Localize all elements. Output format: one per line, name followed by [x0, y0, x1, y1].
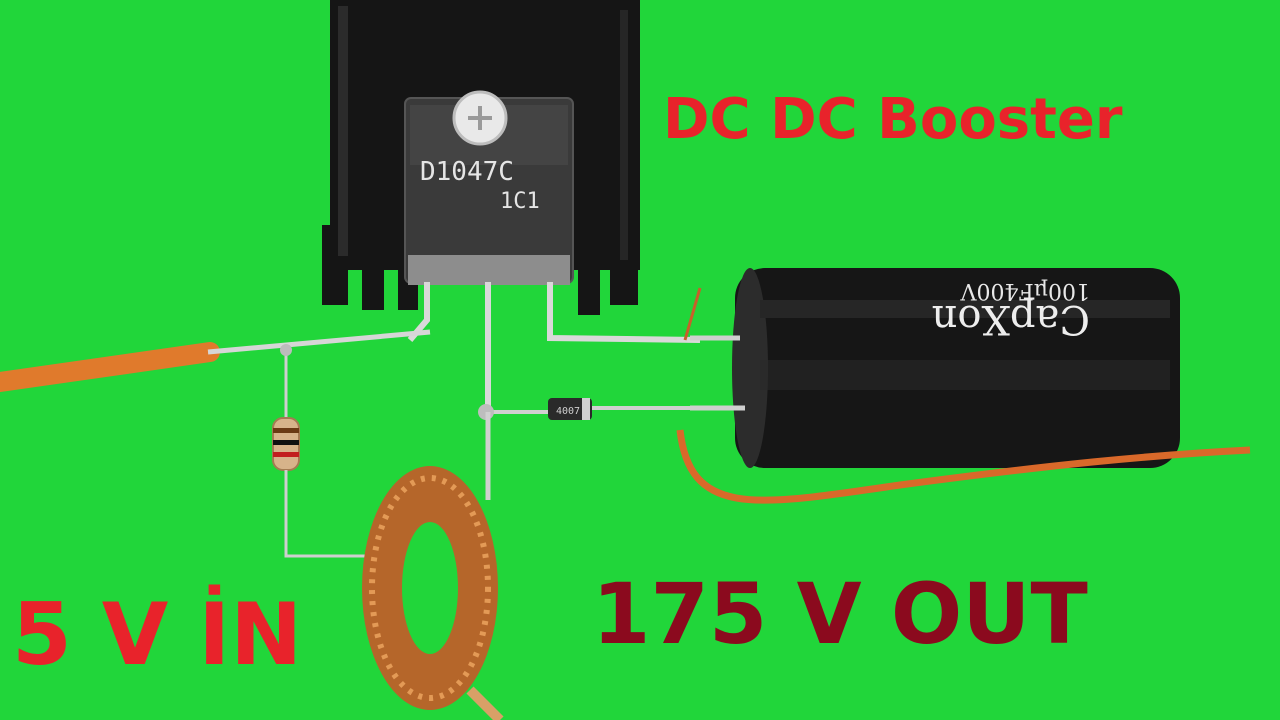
capacitor-brand-label: CapXon — [932, 296, 1090, 342]
diode: 4007 — [478, 398, 690, 420]
toroid-inductor — [362, 412, 504, 720]
capacitor: 100µF400V CapXon — [690, 268, 1180, 468]
title-caption: DC DC Booster — [663, 87, 1123, 152]
input-voltage-caption: 5 V İN — [12, 585, 303, 685]
transistor-code-label: 1C1 — [500, 189, 540, 214]
capacitor-lead-wire — [683, 287, 702, 341]
resistor — [272, 355, 370, 558]
output-wire — [676, 429, 1251, 504]
capacitor-rating-label: 100µF400V — [959, 278, 1090, 303]
output-voltage-caption: 175 V OUT — [592, 565, 1088, 663]
diode-label: 4007 — [556, 406, 580, 417]
power-transistor: D1047C 1C1 — [404, 90, 574, 285]
transistor-part-label: D1047C — [420, 157, 514, 187]
input-wire — [0, 329, 431, 392]
